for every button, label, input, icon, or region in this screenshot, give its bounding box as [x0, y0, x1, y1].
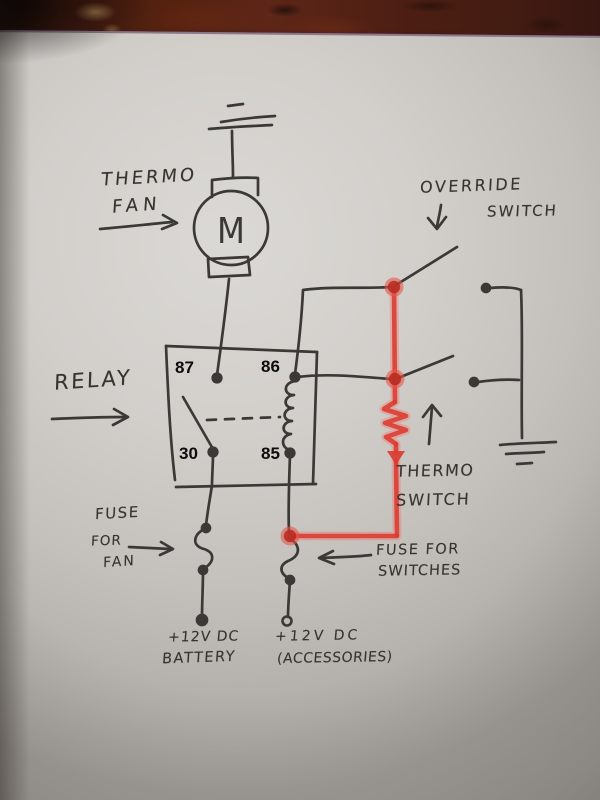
label-fuse-for-fan-line2: FOR: [90, 532, 123, 550]
label-thermo-switch-line2: SWITCH: [395, 489, 472, 510]
motor-letter: M: [217, 211, 245, 252]
arrow-thermo-switch-up: [421, 403, 443, 446]
pin-87-dot: [211, 372, 223, 384]
ground-symbol-right: [498, 288, 558, 466]
ground-symbol-fan: [207, 102, 277, 179]
label-fuse-for-switches-line2: SWITCHES: [377, 562, 462, 580]
arrow-relay: [50, 407, 130, 427]
label-fuse-for-fan-line1: FUSE: [94, 502, 140, 524]
label-override-switch-line2: SWITCH: [486, 201, 559, 221]
wire-86-to-junctions: [293, 285, 393, 381]
relay-pin-86: 86: [261, 357, 280, 376]
relay-pin-30: 30: [179, 444, 198, 463]
arrow-fuse-switches: [317, 549, 373, 566]
label-override-switch-line1: OVERRIDE: [419, 174, 524, 197]
override-switch-arm: [394, 245, 459, 287]
label-battery-line2: BATTERY: [161, 648, 237, 668]
red-marker-highlight: [280, 277, 411, 546]
arrow-override-down: [426, 203, 448, 231]
relay-mechanical-link: [205, 415, 282, 422]
relay-contact-arm: [181, 395, 215, 451]
thermo-switch-contact: [396, 354, 521, 388]
relay-coil: [281, 379, 297, 452]
wire-motor-to-87: [215, 277, 231, 377]
relay-pin-85: 85: [261, 444, 280, 463]
label-accessories-line1: +12V DC: [274, 627, 361, 645]
label-accessories-line2: (ACCESSORIES): [276, 648, 394, 668]
label-fuse-for-switches-line1: FUSE FOR: [375, 541, 461, 559]
relay-pin-87: 87: [175, 358, 194, 377]
override-switch-symbol: [394, 245, 523, 294]
thermo-fan-motor: [192, 176, 270, 377]
label-fuse-for-fan-line3: FAN: [102, 552, 136, 572]
battery-terminal-dot: [195, 613, 209, 627]
label-thermo-fan-line2: FAN: [111, 193, 163, 218]
label-thermo-switch-line1: THERMO: [395, 460, 475, 481]
thermo-switch-arm: [396, 354, 455, 380]
label-battery-line1: +12V DC: [167, 628, 240, 646]
fuse-for-fan-symbol: [193, 452, 215, 627]
